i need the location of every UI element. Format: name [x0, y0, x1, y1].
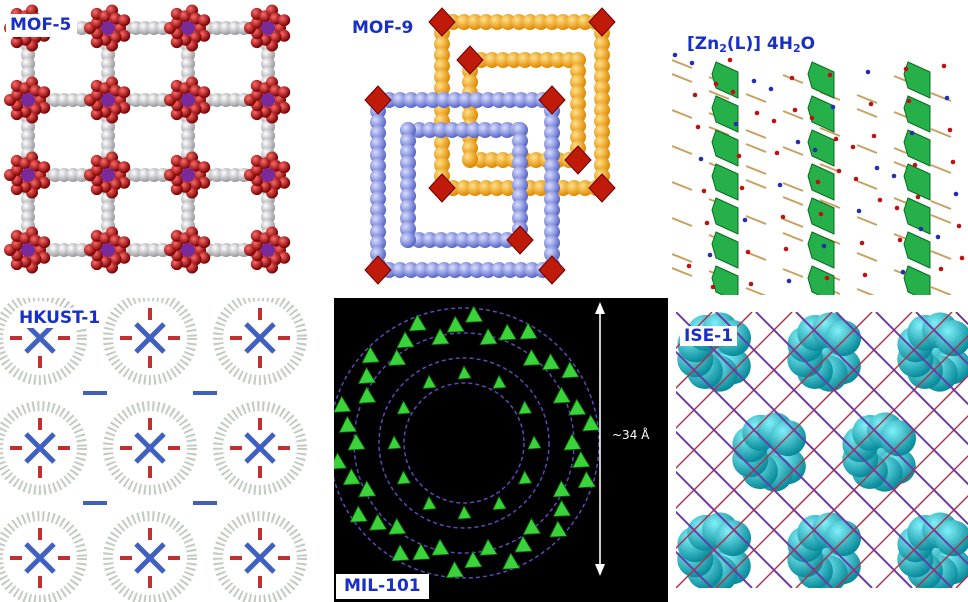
mil-panel: ~34 Å MIL-101	[334, 298, 668, 602]
mof9-label: MOF-9	[352, 18, 414, 38]
mof5-label: MOF-5	[6, 14, 78, 37]
hkust-label: HKUST-1	[15, 308, 105, 328]
hkust-panel: HKUST-1	[0, 298, 328, 602]
mof5-panel: MOF-5	[0, 0, 320, 295]
mil-label: MIL-101	[336, 574, 429, 599]
mof5-structure-image	[0, 0, 320, 295]
mil-structure-image	[334, 298, 668, 602]
zn-label: [Zn2(L)] 4H2O	[687, 34, 816, 55]
ise-label: ISE-1	[680, 326, 738, 346]
mof9-structure-image	[330, 0, 650, 295]
hkust-structure-image	[0, 298, 328, 602]
ise-structure-image	[676, 312, 968, 588]
zn-structure-image	[672, 0, 968, 295]
scale-arrow-head-top	[595, 302, 605, 314]
ise-panel: ISE-1	[676, 312, 968, 588]
zn-panel: [Zn2(L)] 4H2O	[672, 0, 968, 295]
mof9-panel: MOF-9	[330, 0, 650, 295]
mil-scale-label: ~34 Å	[612, 428, 650, 442]
scale-arrow-head-bottom	[595, 564, 605, 576]
